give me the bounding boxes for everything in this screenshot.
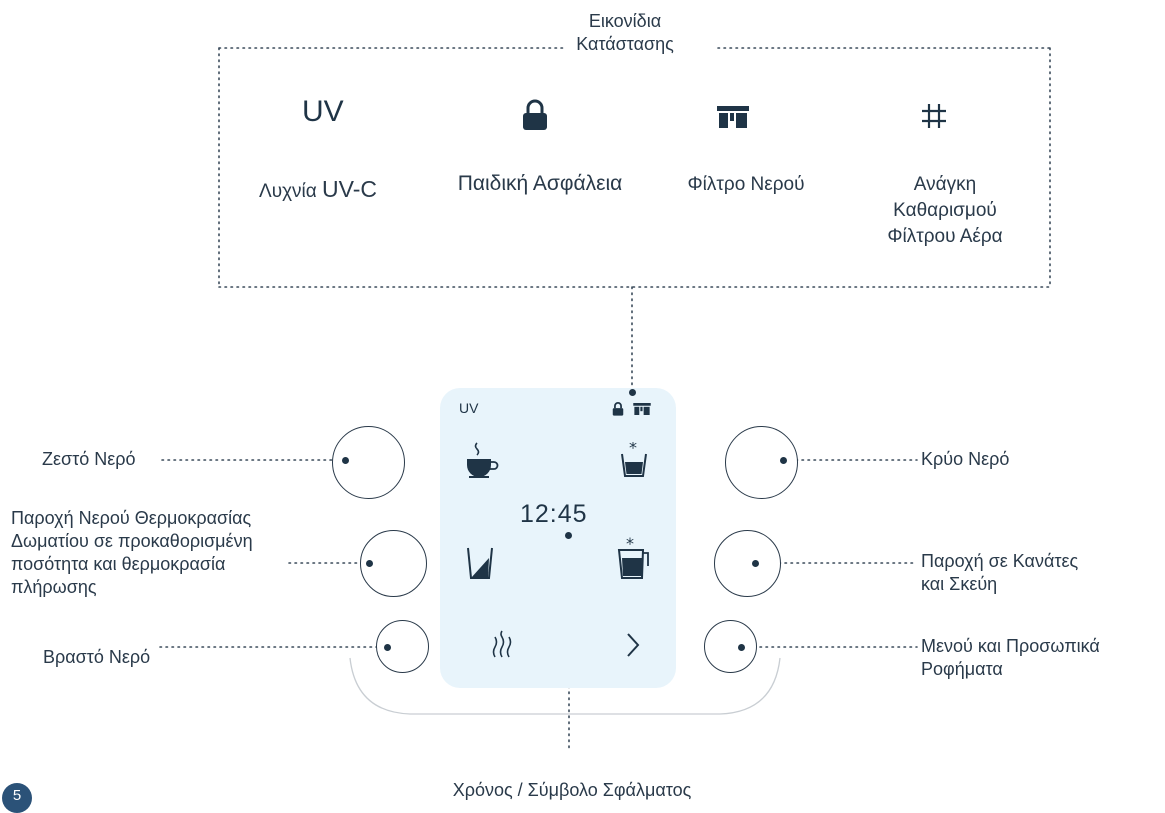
menu-button[interactable] xyxy=(704,620,757,673)
air-filter-label: Ανάγκη Καθαρισμού Φίλτρου Αέρα xyxy=(860,172,1030,250)
room-temp-label-line3: ποσότητα και θερμοκρασία xyxy=(11,554,226,574)
room-temp-label: Παροχή Νερού Θερμοκρασίας Δωματίου σε πρ… xyxy=(11,507,253,599)
time-error-label: Χρόνος / Σύμβολο Σφάλματος xyxy=(452,780,692,800)
water-filter-icon xyxy=(717,106,749,128)
jug-dispense-dot xyxy=(752,560,759,567)
cold-water-label: Κρύο Νερό xyxy=(921,449,1010,469)
jug-icon[interactable]: * xyxy=(617,536,651,580)
menu-label: Μενού και Προσωπικά Ροφήματα xyxy=(921,635,1100,681)
jug-dispense-label-line2: και Σκεύη xyxy=(921,574,998,594)
uv-lamp-label-prefix: Λυχνία xyxy=(259,181,317,202)
display-panel: UV * 12:45 * xyxy=(440,388,676,688)
chevron-right-icon[interactable] xyxy=(626,632,640,658)
status-title: Εικονίδια Κατάστασης xyxy=(560,10,690,56)
device-base-outline xyxy=(349,657,781,715)
status-title-line2: Κατάστασης xyxy=(576,34,674,54)
jug-dispense-button[interactable] xyxy=(714,530,781,597)
uv-lamp-label-suffix: UV-C xyxy=(322,176,377,202)
jug-dispense-label: Παροχή σε Κανάτες και Σκεύη xyxy=(921,550,1078,596)
room-temp-glass-icon[interactable] xyxy=(466,546,494,580)
jug-dispense-label-line1: Παροχή σε Κανάτες xyxy=(921,551,1079,571)
air-filter-label-line1: Ανάγκη xyxy=(913,174,977,195)
child-lock-label: Παιδική Ασφάλεια xyxy=(457,172,623,195)
svg-text:*: * xyxy=(626,536,634,553)
steam-icon[interactable] xyxy=(490,629,514,659)
room-temp-label-line2: Δωματίου σε προκαθορισμένη xyxy=(11,531,253,551)
hot-water-label: Ζεστό Νερό xyxy=(42,449,136,469)
room-temp-water-dot xyxy=(366,560,373,567)
uv-icon: UV xyxy=(302,95,344,128)
room-temp-label-line1: Παροχή Νερού Θερμοκρασίας xyxy=(11,508,252,528)
lock-icon xyxy=(523,99,547,130)
time-pointer-dot xyxy=(565,532,572,539)
svg-text:*: * xyxy=(629,442,637,457)
cold-water-button[interactable] xyxy=(725,426,798,499)
panel-water-filter-icon xyxy=(633,403,651,415)
hot-cup-icon[interactable] xyxy=(465,441,499,479)
panel-lock-icon xyxy=(612,402,624,416)
boiling-water-label: Βραστό Νερό xyxy=(43,647,151,667)
cold-water-dot xyxy=(780,457,787,464)
page-number-badge: 5 xyxy=(2,783,32,813)
status-pointer-dot xyxy=(629,389,636,396)
air-filter-label-line2: Καθαρισμού xyxy=(893,200,997,221)
air-filter-label-line3: Φίλτρου Αέρα xyxy=(887,226,1003,247)
hot-water-dot xyxy=(342,457,349,464)
menu-label-line2: Ροφήματα xyxy=(921,659,1003,679)
uv-lamp-label: Λυχνία UV-C xyxy=(259,176,377,203)
room-temp-label-line4: πλήρωσης xyxy=(11,577,97,597)
status-title-line1: Εικονίδια xyxy=(588,11,662,31)
panel-uv-indicator: UV xyxy=(459,400,479,416)
water-filter-label: Φίλτρο Νερού xyxy=(687,174,805,195)
boiling-water-dot xyxy=(384,644,391,651)
time-display: 12:45 xyxy=(520,500,588,528)
air-filter-grid-icon xyxy=(922,104,946,128)
menu-dot xyxy=(738,644,745,651)
cold-glass-icon[interactable]: * xyxy=(620,442,648,478)
menu-label-line1: Μενού και Προσωπικά xyxy=(921,636,1100,656)
